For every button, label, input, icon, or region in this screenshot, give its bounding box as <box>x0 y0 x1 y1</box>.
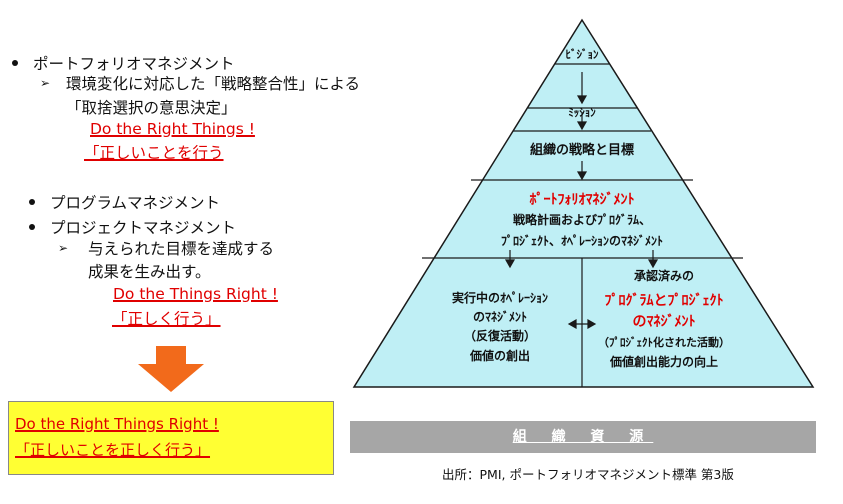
down-arrow-icon <box>138 346 204 392</box>
down-arrow-icon <box>576 95 588 105</box>
do-right-things-text: Do the Right Things ! <box>90 120 255 138</box>
project-line-1: 承認済みの <box>634 268 694 283</box>
operations-line-1: 実行中のｵﾍﾟﾚｰｼｮﾝ <box>452 290 548 305</box>
down-arrow-icon <box>576 171 588 181</box>
down-arrow-icon <box>504 259 516 269</box>
portfolio-sub-line-2: 「取捨選択の意思決定」 <box>66 99 237 117</box>
bullet-dot <box>29 224 35 230</box>
down-arrow-icon <box>576 121 588 131</box>
do-things-right-text: Do the Things Right ! <box>113 285 278 303</box>
project-line-2: ﾌﾟﾛｸﾞﾗﾑとﾌﾟﾛｼﾞｪｸﾄ <box>605 292 724 309</box>
portfolio-sub-line-1: 環境変化に対応した「戦略整合性」による <box>66 75 361 93</box>
bullet-program-management: プログラムマネジメント <box>50 194 221 212</box>
portfolio-title: ﾎﾟｰﾄﾌｫﾘｵﾏﾈｼﾞﾒﾝﾄ <box>530 191 635 208</box>
project-sub-line-1: 与えられた目標を達成する <box>88 240 275 258</box>
operations-line-2: のﾏﾈｼﾞﾒﾝﾄ <box>473 309 527 324</box>
pyramid-body <box>352 18 815 388</box>
mission-label: ﾐｯｼｮﾝ <box>568 106 596 119</box>
operations-line-4: 価値の創出 <box>469 348 530 363</box>
bullet-dot <box>29 199 35 205</box>
summary-line-japanese: 「正しいことを正しく行う」 <box>15 441 211 459</box>
project-sub-line-2: 成果を生み出す。 <box>88 263 211 281</box>
portfolio-sub-2: ﾌﾟﾛｼﾞｪｸﾄ、ｵﾍﾟﾚｰｼｮﾝのﾏﾈｼﾞﾒﾝﾄ <box>501 233 663 248</box>
project-line-4: （ﾌﾟﾛｼﾞｪｸﾄ化された活動） <box>598 335 730 349</box>
organizational-resources-bar: 組 織 資 源 <box>350 421 816 453</box>
right-arrow-icon <box>587 318 597 330</box>
arrow-bullet-icon: ➢ <box>58 241 69 255</box>
summary-line-english: Do the Right Things Right ! <box>15 415 219 433</box>
project-line-5: 価値創出能力の向上 <box>609 354 718 369</box>
portfolio-pyramid: ﾋﾞｼﾞｮﾝ ﾐｯｼｮﾝ 組織の戦略と目標 ﾎﾟｰﾄﾌｫﾘｵﾏﾈｼﾞﾒﾝﾄ 戦略… <box>352 18 815 388</box>
organizational-resources-label: 組 織 資 源 <box>512 429 654 445</box>
portfolio-sub-1: 戦略計画およびﾌﾟﾛｸﾞﾗﾑ、 <box>513 212 651 227</box>
do-right-things-jp: 「正しいことを行う <box>84 144 224 162</box>
bullet-portfolio-management: ポートフォリオマネジメント <box>33 55 235 73</box>
arrow-bullet-icon: ➢ <box>40 76 51 90</box>
operations-line-3: （反復活動） <box>464 328 536 343</box>
left-arrow-icon <box>567 318 577 330</box>
down-arrow-icon <box>647 259 659 269</box>
summary-box: Do the Right Things Right ! 「正しいことを正しく行う… <box>8 401 334 475</box>
project-line-3: のﾏﾈｼﾞﾒﾝﾄ <box>633 313 696 330</box>
strategy-label: 組織の戦略と目標 <box>530 142 634 158</box>
do-things-right-jp: 「正しく行う」 <box>112 310 221 328</box>
vision-label: ﾋﾞｼﾞｮﾝ <box>566 47 599 61</box>
source-citation: 出所：PMI, ポートフォリオマネジメント標準 第3版 <box>442 467 734 482</box>
bullet-dot <box>12 60 18 66</box>
bullet-project-management: プロジェクトマネジメント <box>50 219 237 237</box>
